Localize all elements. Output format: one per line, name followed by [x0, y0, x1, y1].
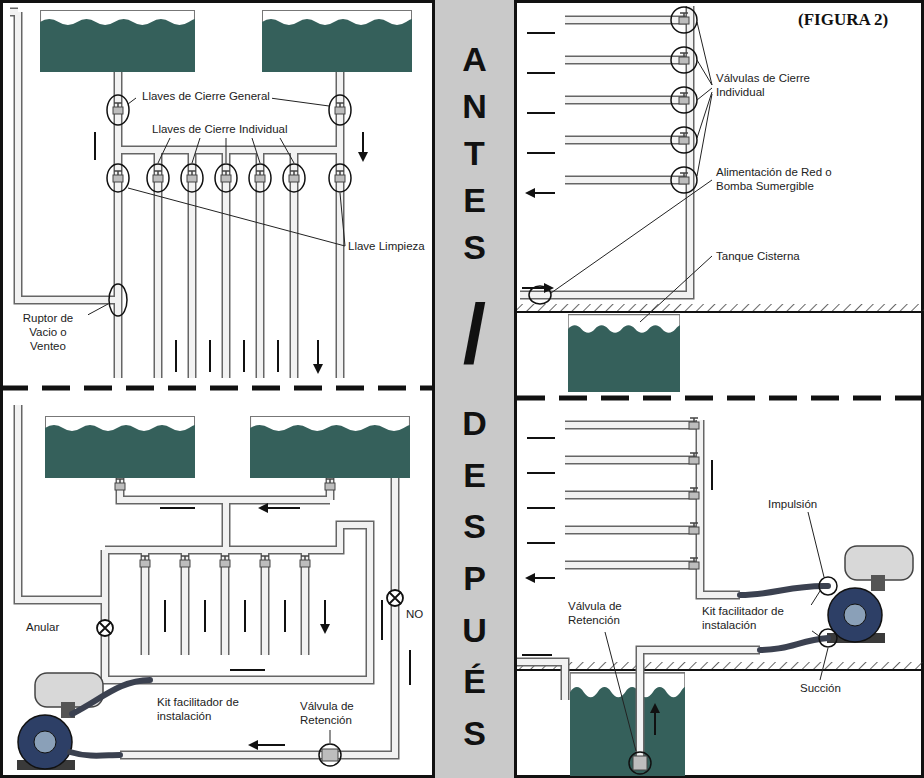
part-label: Anular [24, 621, 61, 635]
part-label: Válvulas de Cierre Individual [714, 72, 838, 100]
part-label: Tanque Cisterna [714, 250, 802, 264]
valve-state: NO [404, 608, 425, 622]
closed-valve-symbol [97, 590, 403, 636]
part-label: Impulsión [766, 498, 819, 512]
part-label: Kit facilitador de instalación [155, 696, 274, 724]
part-label: Ruptor de Vacio o Venteo [8, 312, 88, 353]
band-text: ANTES [458, 36, 492, 271]
pipe [10, 6, 760, 762]
figure-title: (FIGURA 2) [796, 10, 890, 30]
part-label: Válvula de Retención [566, 600, 650, 628]
water-tank [40, 11, 686, 777]
part-label: Llaves de Cierre General [140, 90, 272, 104]
band-text: DESPUÉS [458, 398, 492, 760]
part-label: Alimentación de Red o Bomba Sumergible [714, 166, 868, 194]
part-label: Kit facilitador de instalación [700, 605, 812, 633]
valve [113, 13, 699, 770]
ground [517, 304, 924, 670]
part-label: Válvula de Retención [298, 700, 388, 728]
band-text: / [463, 292, 486, 376]
part-label: Llave Limpieza [346, 240, 427, 254]
title-band: ANTES / DESPUÉS [432, 0, 517, 778]
part-label: Succión [798, 682, 843, 696]
part-label: Llaves de Cierre Individual [150, 123, 290, 137]
